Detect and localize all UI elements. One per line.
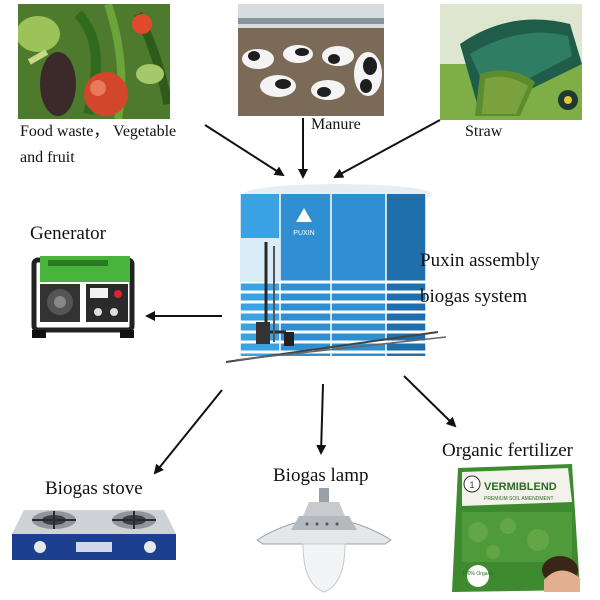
organic-fertilizer-label: Organic fertilizer: [442, 440, 573, 461]
straw-label: Straw: [465, 123, 503, 140]
biogas-tank-image: PUXIN: [226, 182, 446, 367]
fertilizer-bag-subtitle: PREMIUM SOIL AMENDMENT: [484, 496, 554, 502]
straw-harvester-image: [440, 4, 582, 120]
food-waste-image: [18, 4, 170, 119]
manure-cows-image: [238, 4, 384, 116]
food-waste-label-line1: Food waste， Vegetable: [20, 123, 177, 140]
arrow-tank-to-lamp: [316, 383, 327, 455]
arrow-straw-to-tank: [333, 119, 441, 178]
fertilizer-bag-brand: VERMIBLEND: [484, 481, 557, 493]
biogas-stove-label: Biogas stove: [45, 478, 143, 499]
biogas-lamp-image: [253, 488, 395, 594]
fertilizer-bag-badge: 100% Organic: [462, 571, 494, 577]
generator-label: Generator: [30, 223, 106, 244]
food-waste-label-line2: and fruit: [20, 149, 75, 166]
generator-image: [28, 250, 140, 346]
tank-logo-text: PUXIN: [293, 230, 314, 237]
manure-label: Manure: [311, 116, 361, 133]
center-label-line2: biogas system: [420, 286, 528, 307]
svg-text:1: 1: [469, 480, 474, 490]
center-label-line1: Puxin assembly: [420, 250, 540, 271]
arrow-tank-to-fertilizer: [403, 375, 457, 428]
biogas-stove-image: [10, 500, 178, 564]
biogas-lamp-label: Biogas lamp: [273, 465, 369, 486]
fertilizer-bag-image: 1 VERMIBLEND PREMIUM SOIL AMENDMENT 100%…: [448, 462, 588, 594]
arrow-tank-to-stove: [153, 389, 223, 475]
arrow-food-to-tank: [204, 124, 285, 177]
